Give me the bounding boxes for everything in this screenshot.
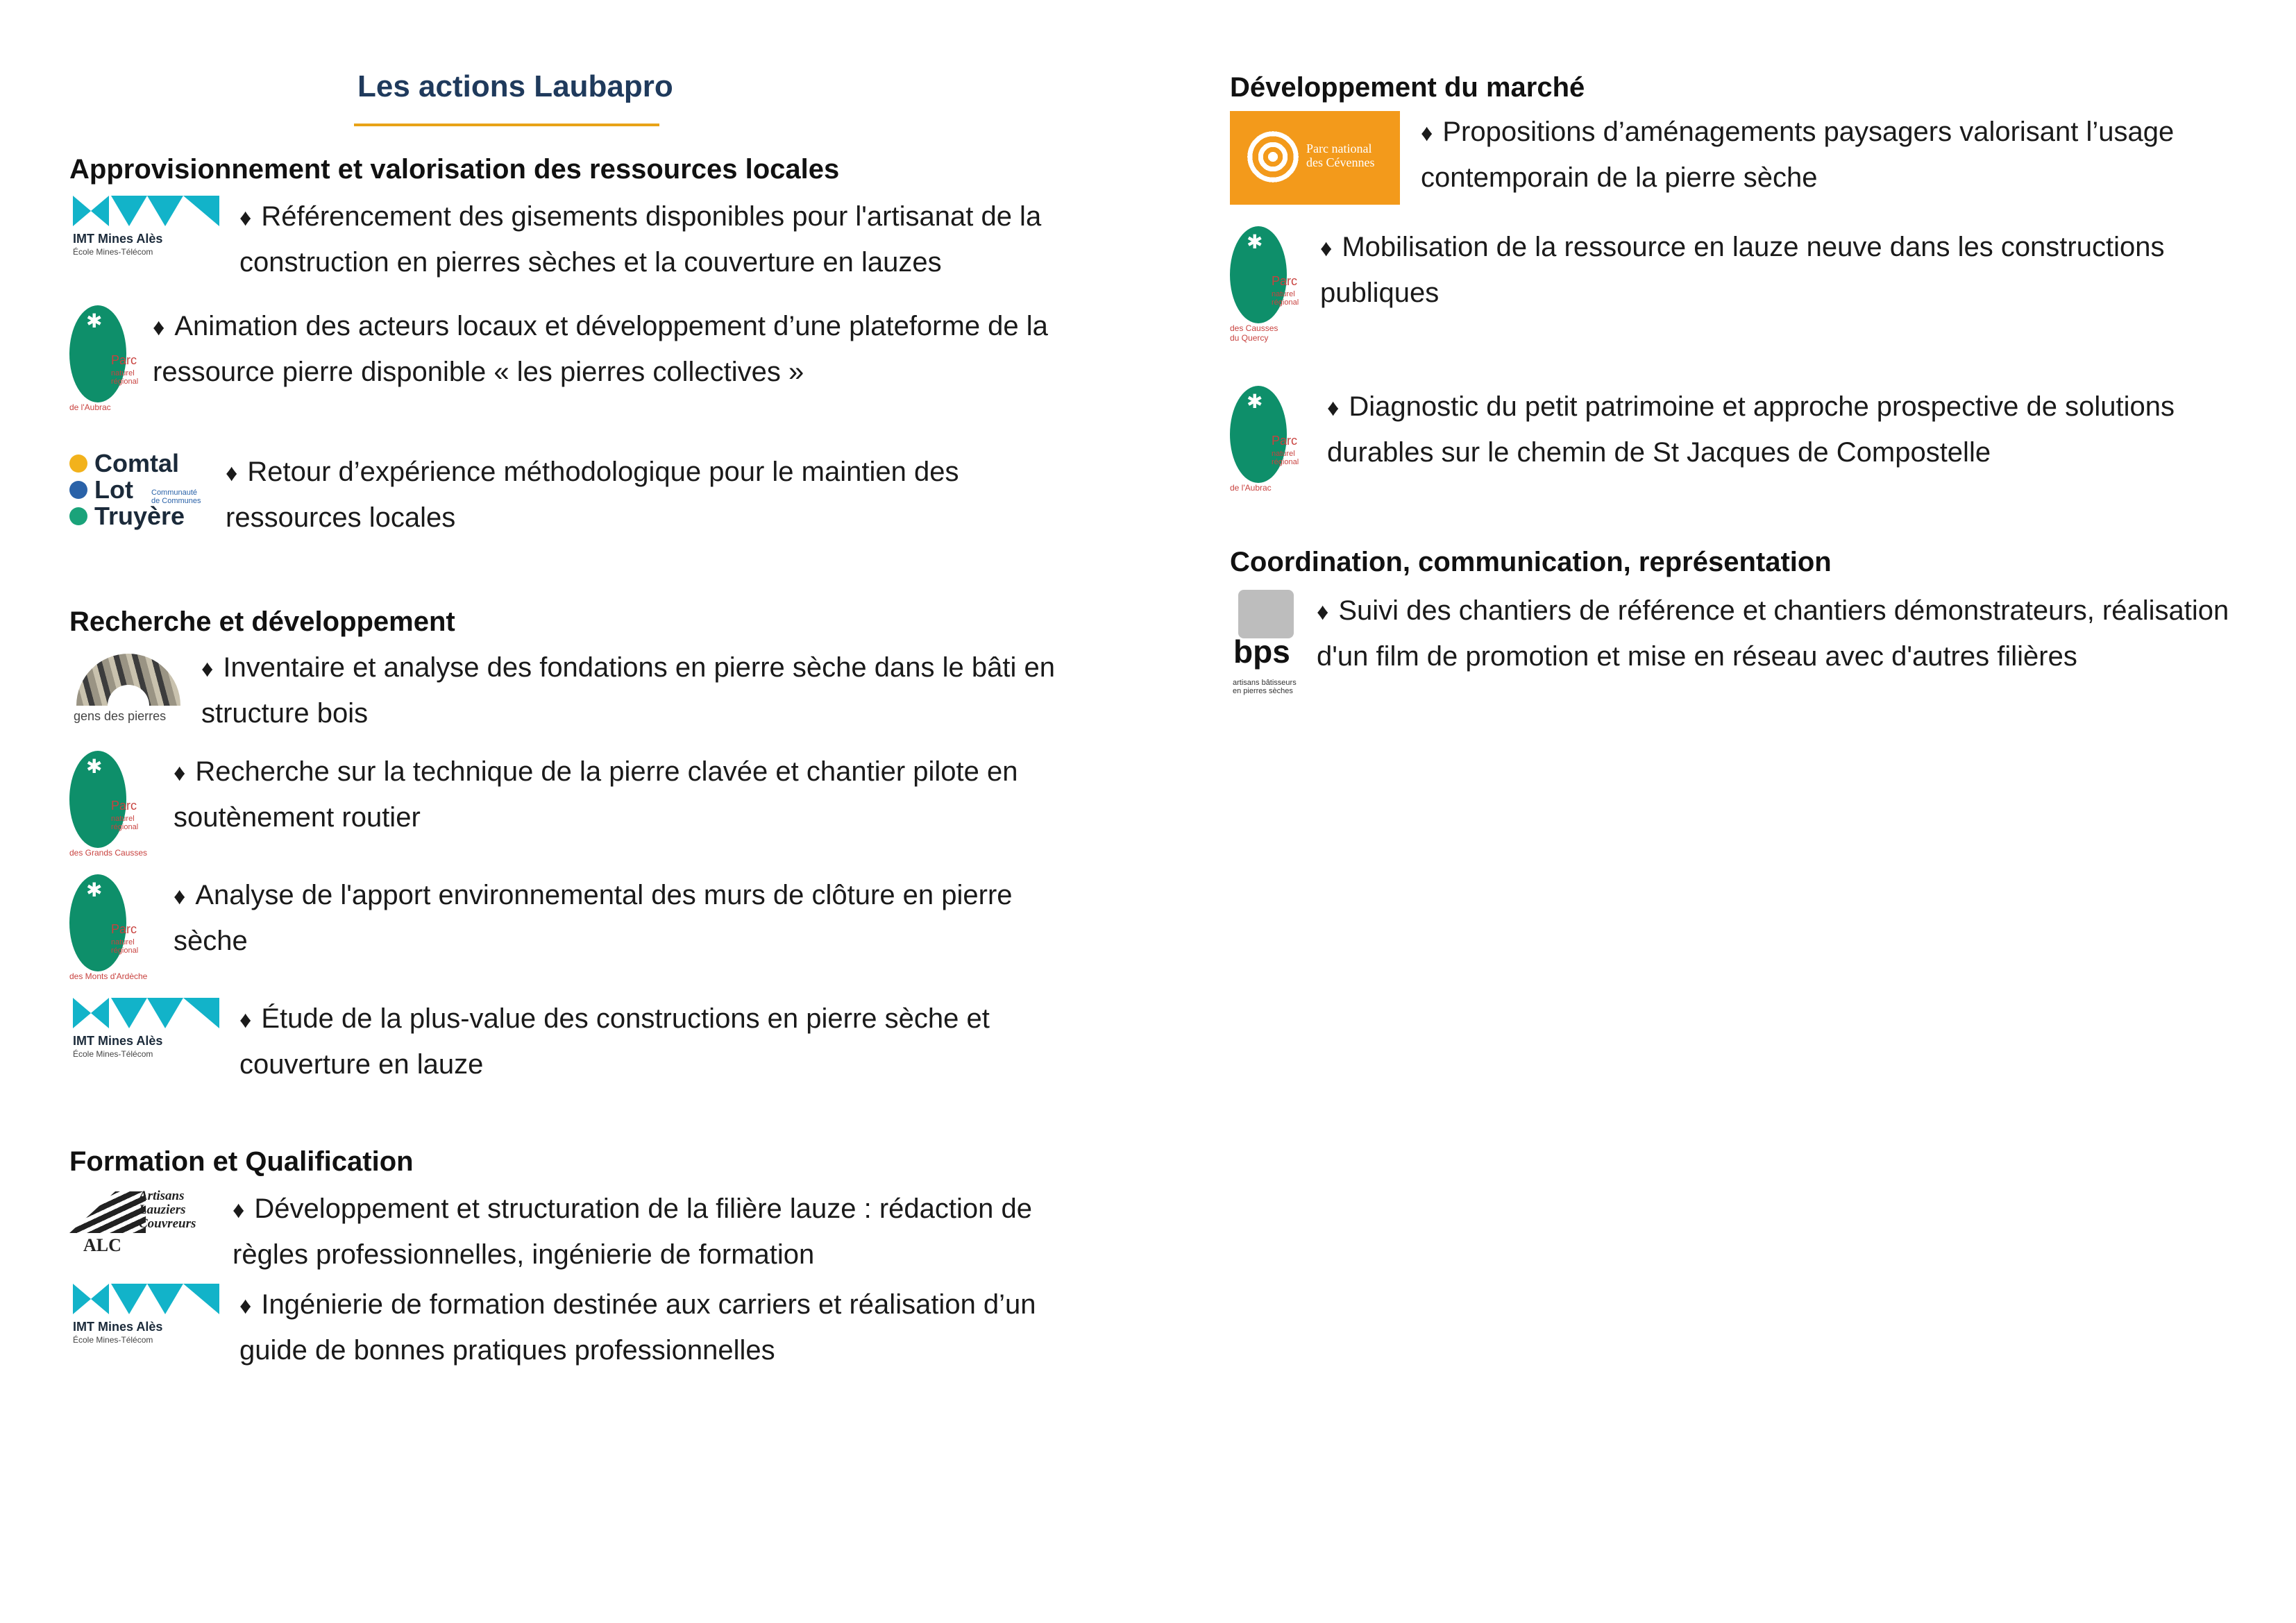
- action-text: ♦Recherche sur la technique de la pierre…: [174, 756, 1018, 833]
- imt-mines-ales-logo: IMT Mines Alès École Mines-Télécom: [69, 196, 219, 258]
- action-text: ♦Étude de la plus-value des construction…: [239, 1003, 990, 1080]
- parc-star-icon: ✱: [86, 756, 103, 777]
- section-heading-formation: Formation et Qualification: [69, 1146, 414, 1177]
- action-text: ♦Propositions d’aménagements paysagers v…: [1421, 117, 2175, 193]
- parc-star-icon: ✱: [1247, 391, 1263, 412]
- action-text: ♦Analyse de l'apport environnemental des…: [174, 880, 1013, 956]
- action-text: ♦Diagnostic du petit patrimoine et appro…: [1327, 391, 2175, 468]
- section-heading-coordination: Coordination, communication, représentat…: [1230, 547, 1832, 577]
- diamond-bullet-icon: ♦: [226, 460, 238, 486]
- spiral-icon: [1238, 122, 1308, 192]
- section-heading-recherche: Recherche et développement: [69, 606, 455, 637]
- action-text: ♦Suivi des chantiers de référence et cha…: [1317, 595, 2229, 672]
- title-underline: [354, 124, 659, 126]
- diamond-bullet-icon: ♦: [1317, 599, 1329, 625]
- diamond-bullet-icon: ♦: [174, 883, 186, 910]
- gens-des-pierres-logo: gens des pierres: [69, 647, 187, 730]
- action-text: ♦Inventaire et analyse des fondations en…: [201, 652, 1055, 729]
- imt-mines-ales-logo: IMT Mines Alès École Mines-Télécom: [69, 998, 219, 1060]
- parc-star-icon: ✱: [86, 879, 103, 901]
- diamond-bullet-icon: ♦: [239, 1293, 252, 1319]
- page-title: Les actions Laubapro: [357, 69, 673, 103]
- action-text: ♦Ingénierie de formation destinée aux ca…: [239, 1289, 1036, 1366]
- section-heading-developpement-marche: Développement du marché: [1230, 72, 1585, 103]
- diamond-bullet-icon: ♦: [1327, 395, 1340, 421]
- diamond-bullet-icon: ♦: [233, 1197, 245, 1223]
- diamond-bullet-icon: ♦: [239, 205, 252, 231]
- diamond-bullet-icon: ♦: [239, 1007, 252, 1033]
- action-item: IMT Mines Alès École Mines-Télécom ♦Réfé…: [69, 196, 1086, 284]
- action-item: IMT Mines Alès École Mines-Télécom ♦Ingé…: [69, 1284, 1086, 1373]
- diamond-bullet-icon: ♦: [153, 314, 165, 341]
- parc-star-icon: ✱: [1247, 231, 1263, 253]
- section-heading-approvisionnement: Approvisionnement et valorisation des re…: [69, 154, 840, 185]
- action-text: ♦Référencement des gisements disponibles…: [239, 201, 1042, 278]
- action-text: ♦Retour d’expérience méthodologique pour…: [226, 457, 959, 533]
- action-item: gens des pierres ♦Inventaire et analyse …: [69, 647, 1104, 736]
- action-item: IMT Mines Alès École Mines-Télécom ♦Étud…: [69, 998, 1086, 1087]
- parc-star-icon: ✱: [86, 310, 103, 332]
- action-text: ♦Développement et structuration de la fi…: [233, 1193, 1033, 1270]
- action-text: ♦Mobilisation de la ressource en lauze n…: [1320, 232, 2165, 308]
- action-text: ♦Animation des acteurs locaux et dévelop…: [153, 311, 1048, 387]
- imt-mines-ales-logo: IMT Mines Alès École Mines-Télécom: [69, 1284, 219, 1346]
- diamond-bullet-icon: ♦: [201, 656, 214, 682]
- diamond-bullet-icon: ♦: [1320, 235, 1333, 262]
- diamond-bullet-icon: ♦: [1421, 120, 1433, 146]
- diamond-bullet-icon: ♦: [174, 760, 186, 786]
